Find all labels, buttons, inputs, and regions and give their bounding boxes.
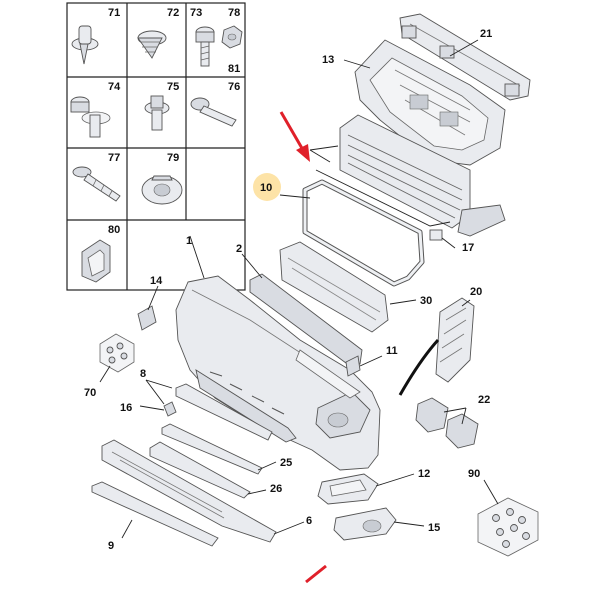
callout-10: 10 (260, 182, 272, 194)
fastener-number-71: 71 (108, 7, 120, 19)
fastener-number-73: 73 (190, 7, 202, 19)
fastener-number-78: 78 (228, 7, 240, 19)
callout-11: 11 (386, 345, 398, 357)
callout-6: 6 (306, 515, 312, 527)
side-bracket-17 (429, 204, 506, 241)
black-trim-strip (398, 338, 440, 396)
side-bracket-20 (435, 297, 475, 383)
push-clip-71-icon (71, 25, 99, 65)
reinforcement-21 (399, 13, 531, 101)
callout-25: 25 (280, 457, 292, 469)
clip-16 (163, 401, 177, 417)
callout-17: 17 (462, 242, 474, 254)
fastener-number-81: 81 (228, 63, 240, 75)
nut-pack-70 (99, 333, 135, 373)
bumper-cover-1 (175, 275, 381, 471)
leader-lines (99, 39, 499, 539)
callout-12: 12 (418, 468, 430, 480)
screw-76-icon (190, 97, 237, 127)
fastener-number-76: 76 (228, 81, 240, 93)
callout-numbers: 10 13 21 17 30 20 22 11 12 15 6 25 26 9 … (84, 28, 492, 552)
lower-grille-6 (101, 439, 277, 543)
callout-26: 26 (270, 483, 282, 495)
callout-20: 20 (470, 286, 482, 298)
fastener-number-77: 77 (108, 152, 120, 164)
bracket-11 (345, 355, 361, 377)
highlight-badge (253, 173, 281, 201)
callout-14: 14 (150, 275, 163, 287)
trim-strip-8 (175, 383, 273, 441)
callout-21: 21 (480, 28, 492, 40)
fasteners-table: 71 72 73 78 81 74 75 76 77 79 80 (66, 2, 246, 291)
callout-13: 13 (322, 54, 334, 66)
lower-strip-9 (91, 481, 219, 547)
upper-crossmember-13 (354, 39, 506, 166)
clip-pack-90 (477, 497, 539, 557)
trim-strip-25 (161, 423, 263, 475)
callout-70: 70 (84, 387, 96, 399)
fastener-number-75: 75 (167, 81, 179, 93)
callout-90: 90 (468, 468, 480, 480)
trim-strip-26 (149, 441, 251, 499)
fastener-number-79: 79 (167, 152, 179, 164)
fog-cover-15 (333, 507, 397, 541)
bolt-73-icon (195, 26, 215, 67)
callout-8: 8 (140, 368, 146, 380)
fog-cover-12 (317, 473, 379, 505)
callout-9: 9 (108, 540, 114, 552)
grille-surround-10 (302, 179, 425, 287)
clip-nut-79-icon (141, 175, 183, 205)
screw-72-icon (137, 30, 167, 59)
fastener-number-72: 72 (167, 7, 179, 19)
clip-14 (137, 305, 157, 331)
upper-trim-2 (249, 273, 363, 367)
bracket-22 (415, 397, 479, 449)
callout-22: 22 (478, 394, 490, 406)
fastener-number-74: 74 (108, 81, 121, 93)
callout-15: 15 (428, 522, 440, 534)
callout-2: 2 (236, 243, 242, 255)
fastener-number-80: 80 (108, 224, 120, 236)
chrome-strip (315, 169, 451, 227)
red-pointer-arrow-bottom (305, 564, 327, 584)
bolt-74-icon (70, 96, 111, 138)
red-pointer-arrow (279, 111, 310, 162)
screw-77-icon (72, 166, 121, 202)
bolt-75-icon (144, 95, 170, 131)
callout-16: 16 (120, 402, 132, 414)
bracket-80-icon (81, 239, 111, 283)
nut-78-icon (221, 25, 243, 49)
absorber-30 (279, 241, 389, 333)
callout-30: 30 (420, 295, 432, 307)
callout-1: 1 (186, 235, 192, 247)
